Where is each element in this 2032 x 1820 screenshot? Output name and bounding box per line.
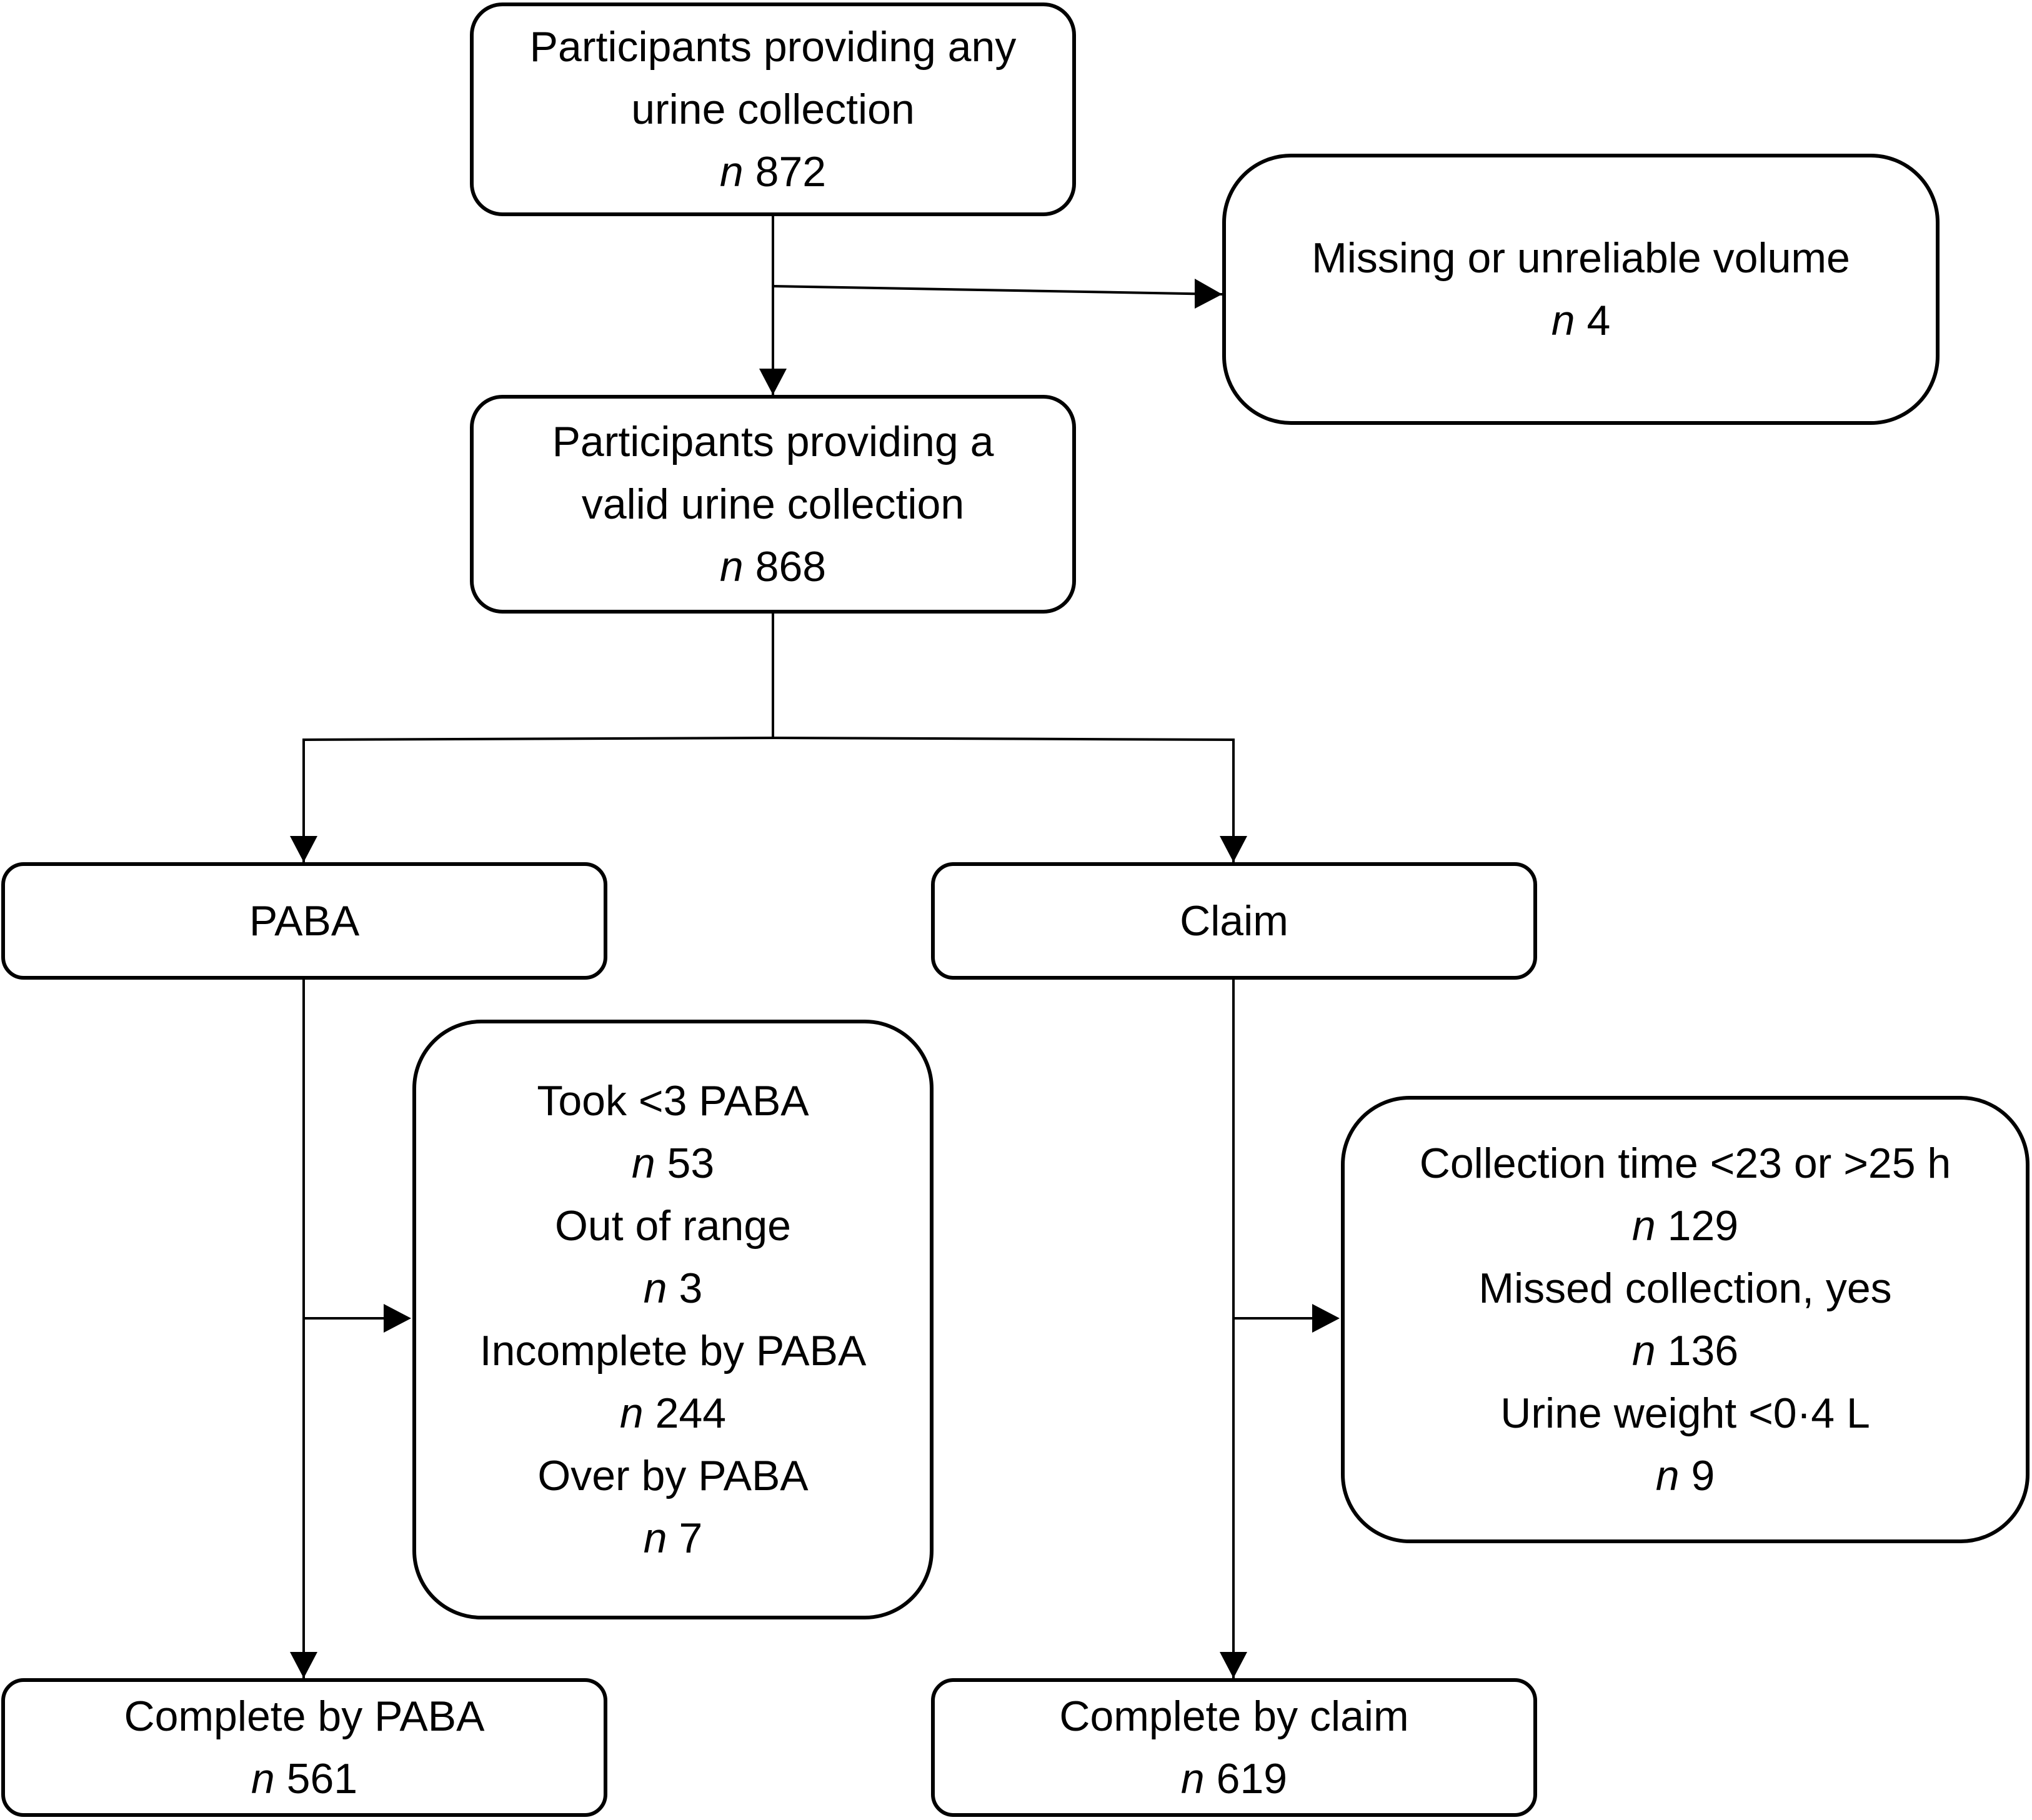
- paba-exclusion-count: n 3: [643, 1265, 703, 1312]
- claim-exclusion-count: n 129: [1631, 1202, 1739, 1250]
- claim-label: Claim: [1180, 897, 1288, 945]
- arrowhead-complete-claim: [1220, 1652, 1247, 1678]
- missing-volume-count: n 4: [1551, 297, 1611, 344]
- arrowhead-complete-paba: [290, 1652, 317, 1678]
- paba-label: PABA: [249, 897, 360, 945]
- paba-exclusion-label: Took <3 PABA: [537, 1077, 809, 1125]
- claim-exclusion-label: Collection time <23 or >25 h: [1419, 1140, 1951, 1187]
- paba-exclusion-label: Over by PABA: [537, 1452, 809, 1499]
- arrowhead-missing-volume: [1195, 279, 1222, 309]
- complete-paba-count: n 561: [251, 1755, 358, 1803]
- missing-volume-line-1: Missing or unreliable volume: [1312, 234, 1850, 282]
- connector-split-to-claim: [774, 737, 1235, 862]
- connector-to-missing-volume: [772, 285, 1223, 296]
- paba-exclusion-label: Out of range: [554, 1202, 792, 1250]
- claim-exclusion-label: Urine weight <0·4 L: [1500, 1390, 1870, 1437]
- paba-exclusion-count: n 244: [619, 1390, 727, 1437]
- complete-claim-line-1: Complete by claim: [1059, 1693, 1409, 1740]
- paba-exclusion-count: n 7: [643, 1514, 703, 1562]
- claim-exclusion-label: Missed collection, yes: [1478, 1265, 1892, 1312]
- box-paba: PABA: [1, 862, 607, 980]
- box-valid-urine-collection: Participants providing a valid urine col…: [470, 395, 1076, 614]
- complete-claim-count: n 619: [1180, 1755, 1288, 1803]
- claim-exclusion-count: n 136: [1631, 1327, 1739, 1375]
- complete-paba-line-1: Complete by PABA: [124, 1693, 485, 1740]
- valid-collection-line-1: Participants providing a: [552, 418, 994, 465]
- box-missing-unreliable-volume: Missing or unreliable volume n 4: [1222, 154, 1940, 425]
- box-complete-by-claim: Complete by claim n 619: [931, 1678, 1537, 1817]
- box-any-urine-collection: Participants providing any urine collect…: [470, 2, 1076, 216]
- arrowhead-claim: [1220, 836, 1247, 862]
- valid-collection-count: n 868: [719, 543, 827, 590]
- any-collection-line-2: urine collection: [631, 86, 915, 133]
- valid-collection-line-2: valid urine collection: [581, 480, 965, 528]
- arrowhead-paba-exclusions: [384, 1304, 411, 1333]
- paba-exclusion-label: Incomplete by PABA: [479, 1327, 867, 1375]
- connector-split-to-paba: [302, 737, 775, 862]
- arrowhead-valid: [759, 369, 787, 395]
- claim-exclusion-count: n 9: [1655, 1452, 1715, 1499]
- box-claim-exclusions: Collection time <23 or >25 h n 129 Misse…: [1341, 1096, 2030, 1543]
- box-claim: Claim: [931, 862, 1537, 980]
- any-collection-line-1: Participants providing any: [529, 23, 1017, 71]
- box-complete-by-paba: Complete by PABA n 561: [1, 1678, 607, 1817]
- arrowhead-paba: [290, 836, 317, 862]
- paba-exclusion-count: n 53: [631, 1140, 715, 1187]
- box-paba-exclusions: Took <3 PABA n 53 Out of range n 3 Incom…: [412, 1020, 934, 1619]
- any-collection-count: n 872: [719, 148, 827, 196]
- arrowhead-claim-exclusions: [1312, 1304, 1340, 1333]
